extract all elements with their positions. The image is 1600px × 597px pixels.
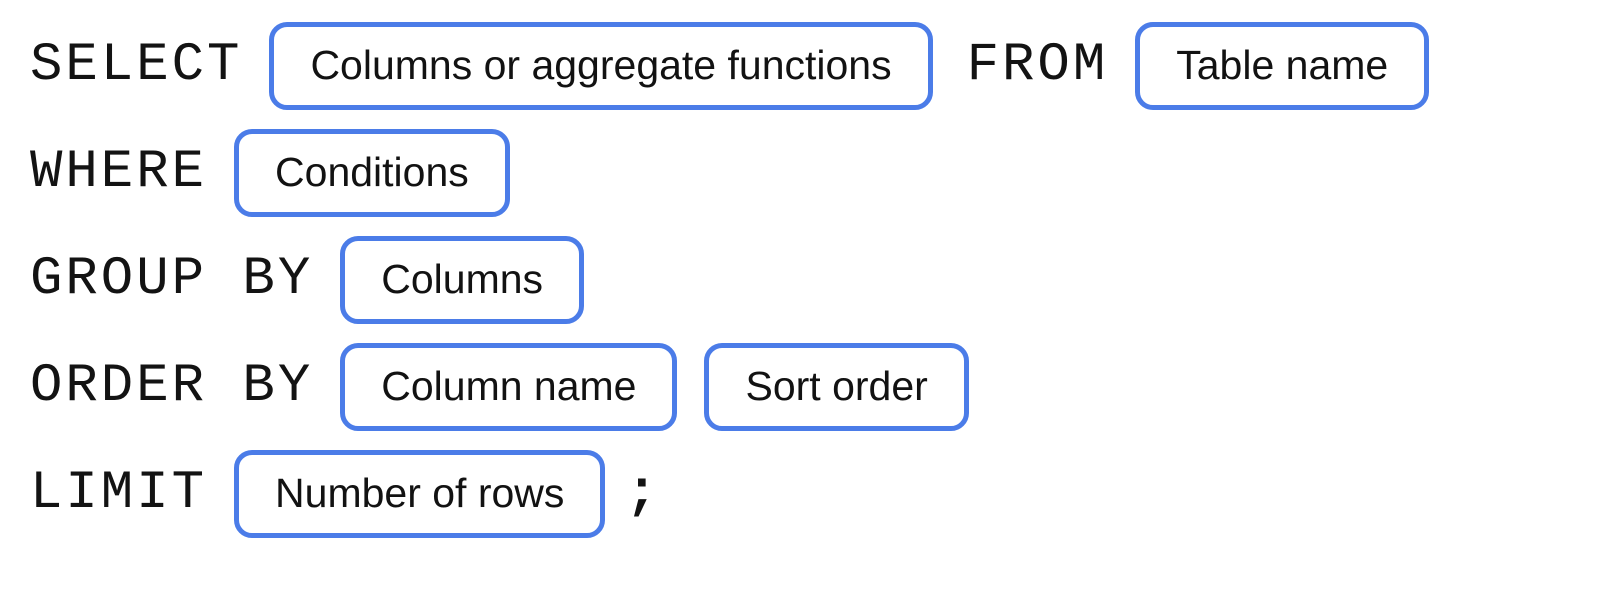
placeholder-box-conditions: Conditions	[234, 128, 510, 217]
keyword-limit: LIMIT	[30, 462, 208, 524]
keyword-select: SELECT	[30, 34, 243, 96]
row-where: WHERE Conditions	[30, 119, 1600, 226]
semicolon-terminator: ;	[625, 462, 658, 524]
placeholder-box-sort-order: Sort order	[704, 342, 969, 431]
placeholder-box-column-name: Column name	[340, 342, 678, 431]
placeholder-box-table-name: Table name	[1135, 21, 1430, 110]
placeholder-box-columns-or-aggregate-functions: Columns or aggregate functions	[269, 21, 933, 110]
keyword-where: WHERE	[30, 141, 208, 203]
row-limit: LIMIT Number of rows ;	[30, 440, 1600, 547]
row-group-by: GROUP BY Columns	[30, 226, 1600, 333]
row-select-from: SELECT Columns or aggregate functions FR…	[30, 12, 1600, 119]
keyword-group-by: GROUP BY	[30, 248, 314, 310]
placeholder-box-number-of-rows: Number of rows	[234, 449, 606, 538]
keyword-order-by: ORDER BY	[30, 355, 314, 417]
row-order-by: ORDER BY Column name Sort order	[30, 333, 1600, 440]
keyword-from: FROM	[966, 34, 1109, 96]
placeholder-box-columns: Columns	[340, 235, 585, 324]
